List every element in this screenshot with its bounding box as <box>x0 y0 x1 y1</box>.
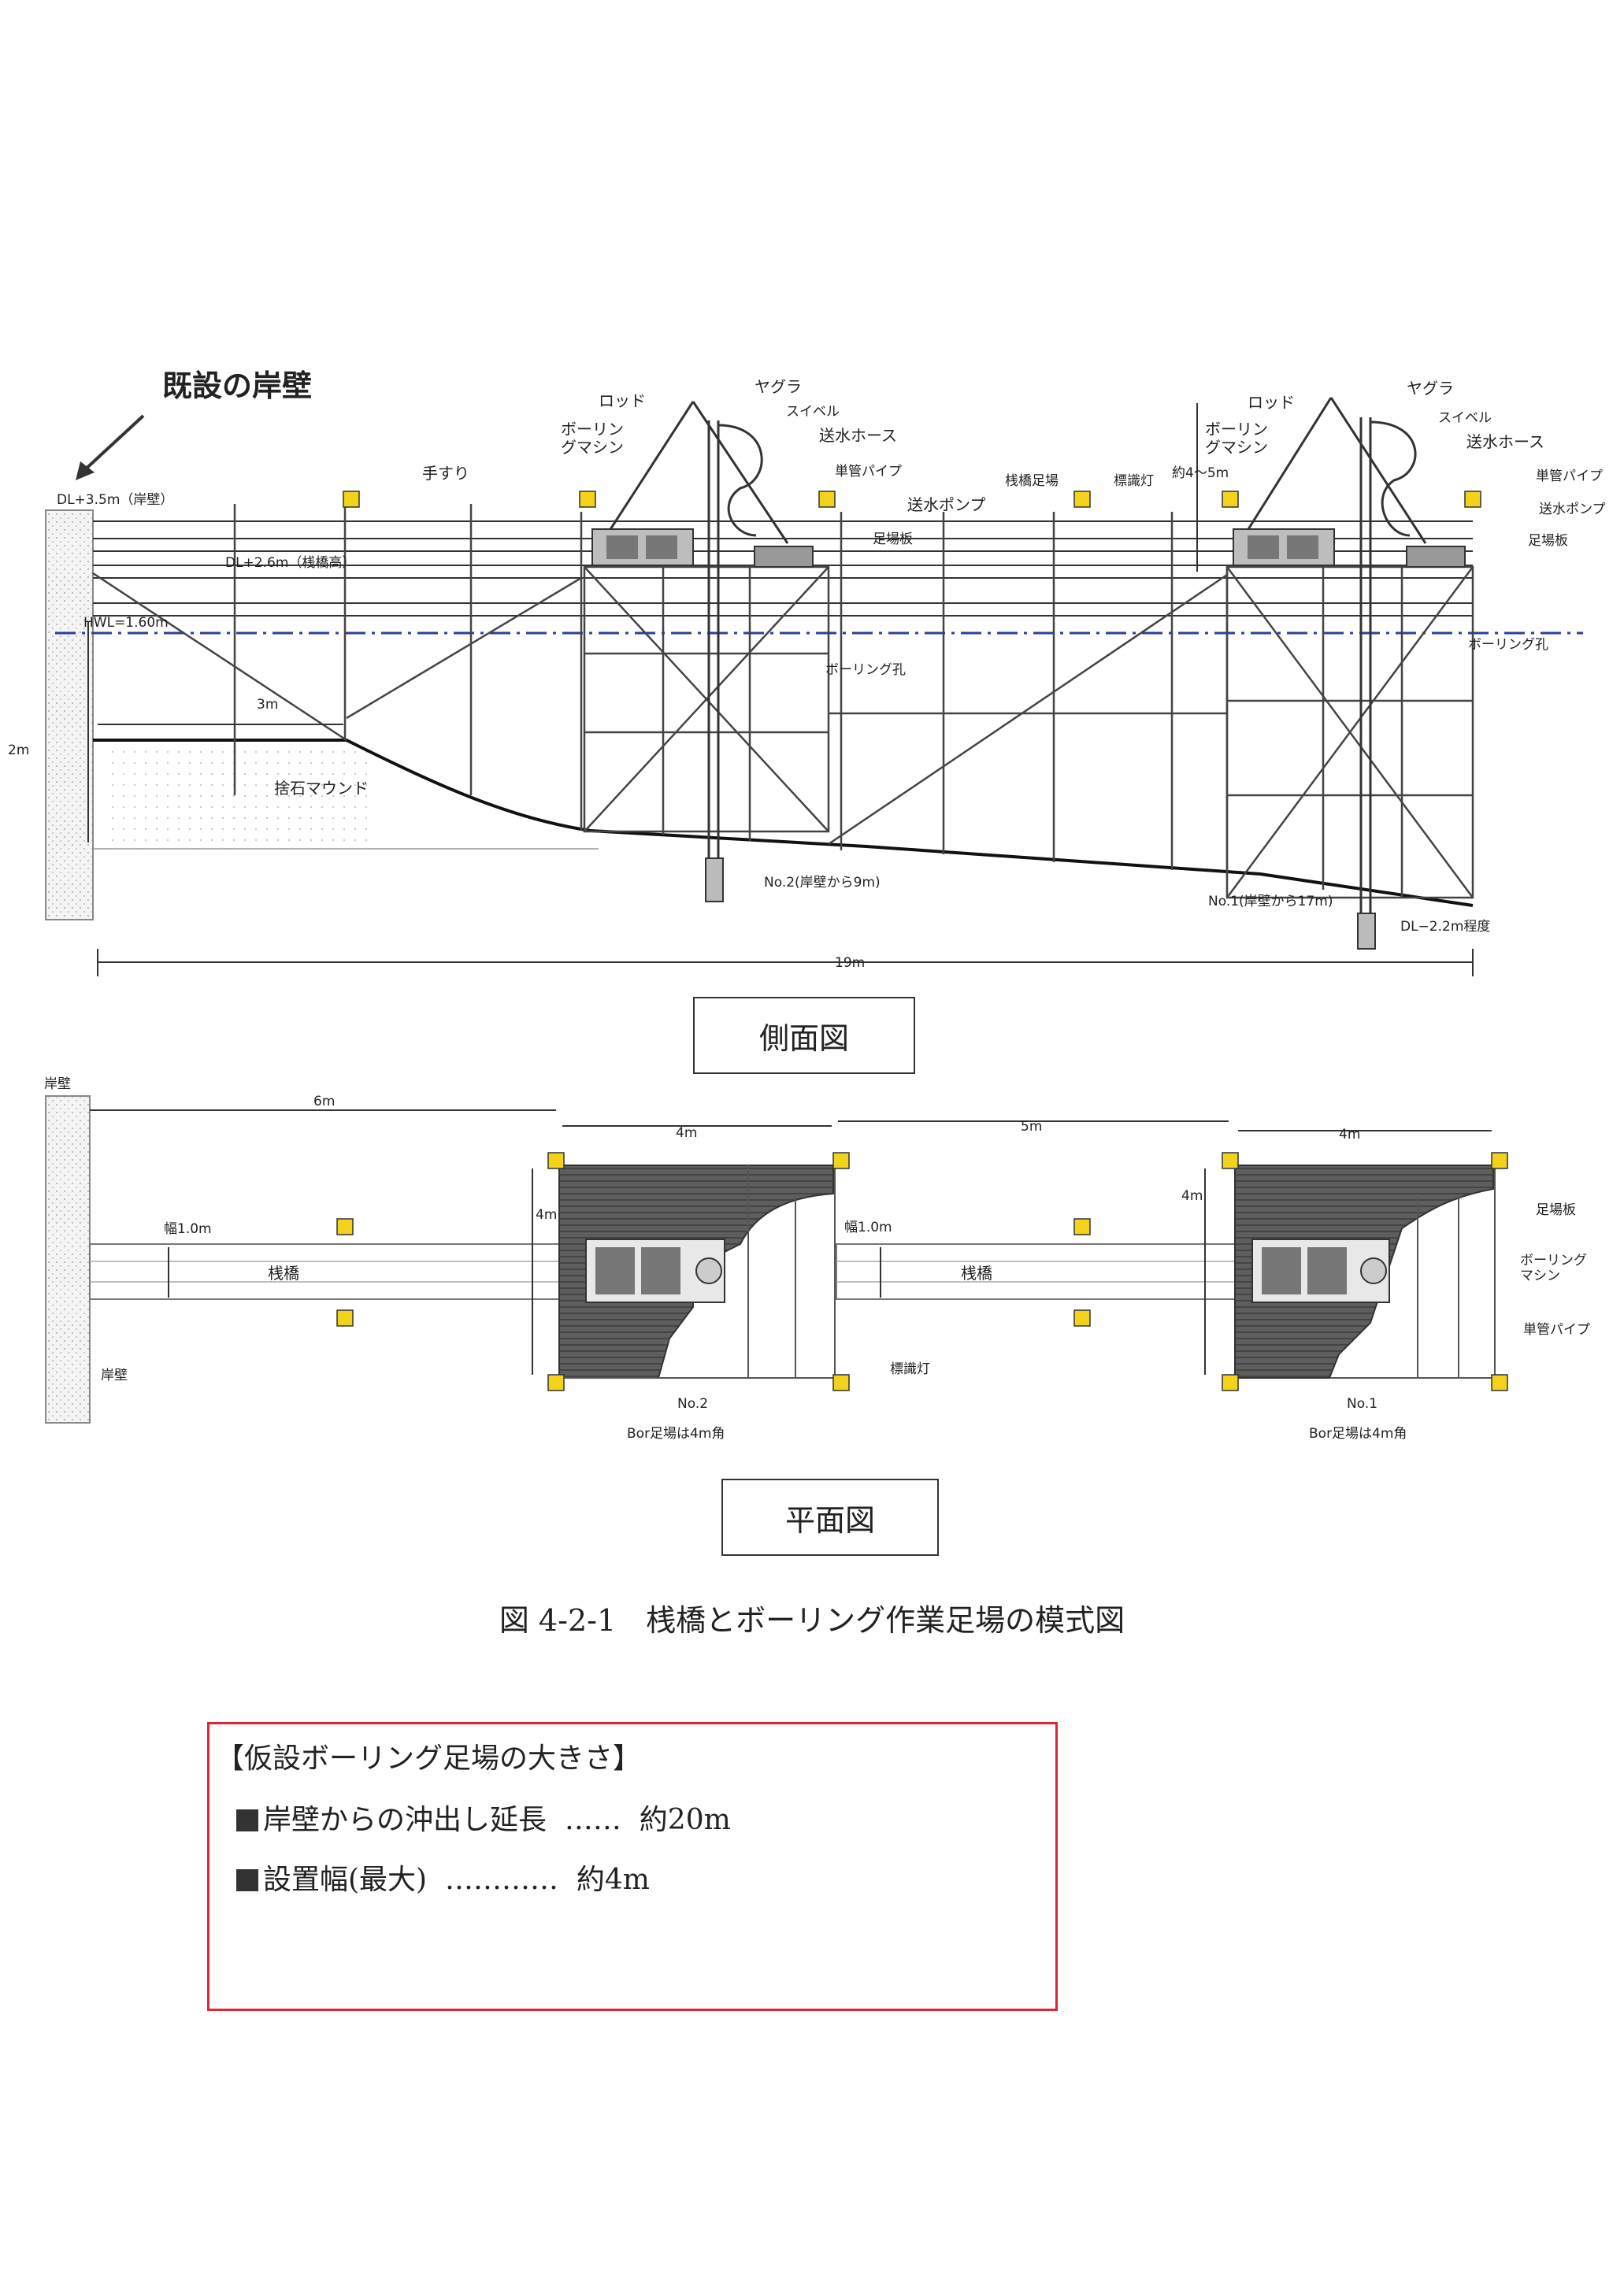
plan-dimension-lines <box>90 1109 1492 1375</box>
plan-label-dim-5m: 5m <box>1021 1119 1042 1135</box>
label-mound: 捨石マウンド <box>274 779 369 798</box>
scaffold-size-box: 【仮設ボーリング足場の大きさ】 岸壁からの沖出し延長 …… 約20m 設置幅(最… <box>207 1722 1058 2011</box>
label-hwl: HWL=1.60m <box>83 615 169 631</box>
plan-label-dim-4m-side-b: 4m <box>1181 1188 1203 1204</box>
plan-label-quay-bottom: 岸壁 <box>101 1368 128 1383</box>
plan-scaffold-no2 <box>558 1165 836 1379</box>
label-pipe-left: 単管パイプ <box>835 464 902 480</box>
info-row-dots: ………… <box>444 1864 558 1896</box>
label-pier-scaffold: 桟橋足場 <box>1005 473 1059 489</box>
info-row-offshore-length: 岸壁からの沖出し延長 …… 約20m <box>236 1797 731 1838</box>
bullet-square-icon <box>236 1809 258 1831</box>
plan-label-no2: No.2 <box>677 1396 708 1412</box>
casing-no1 <box>1357 913 1376 950</box>
info-row-label: 岸壁からの沖出し延長 <box>263 1804 547 1836</box>
plan-walkway <box>89 1243 1236 1300</box>
label-boring-machine-right: ボーリングマシン <box>1205 420 1268 457</box>
plan-label-no1-note: Bor足場は4m角 <box>1309 1426 1407 1442</box>
quay-arrow-head <box>76 461 95 480</box>
label-plank-left: 足場板 <box>873 531 913 547</box>
info-row-install-width: 設置幅(最大) ………… 約4m <box>236 1857 650 1898</box>
label-dl-pier: DL+2.6m（桟橋高） <box>225 555 355 571</box>
label-approx-height: 約4～5m <box>1172 465 1229 481</box>
label-plank-right: 足場板 <box>1528 533 1568 549</box>
mound-texture <box>110 748 370 850</box>
plan-label-boring-machine: ボーリングマシン <box>1520 1253 1587 1284</box>
plan-label-width-a: 幅1.0m <box>164 1221 212 1237</box>
label-pipe-right: 単管パイプ <box>1536 468 1603 484</box>
pier-posts <box>233 504 1229 878</box>
plan-quay-wall <box>45 1095 91 1424</box>
diagonal-braces <box>92 572 1228 846</box>
label-swivel-right: スイベル <box>1438 410 1492 426</box>
quay-wall <box>45 509 94 920</box>
plan-label-dim-4m-b: 4m <box>1339 1127 1360 1142</box>
info-row-value: 約4m <box>576 1864 650 1896</box>
label-rod-left: ロッド <box>599 391 646 410</box>
plan-scaffold-no1 <box>1234 1165 1496 1379</box>
label-hose-left: 送水ホース <box>819 426 897 445</box>
machine-no2 <box>591 528 814 568</box>
info-row-value: 約20m <box>639 1804 731 1836</box>
label-yagura-right: ヤグラ <box>1407 379 1454 398</box>
label-dl-bottom: DL−2.2m程度 <box>1400 919 1490 935</box>
marker-lights-plan <box>336 1152 1508 1391</box>
tower-no2 <box>605 401 789 898</box>
label-yagura-left: ヤグラ <box>755 377 802 396</box>
label-rod-right: ロッド <box>1248 393 1295 412</box>
plan-label-no2-note: Bor足場は4m角 <box>627 1426 725 1442</box>
plan-label-dim-4m-a: 4m <box>676 1125 697 1141</box>
plan-label-pier-b: 桟橋 <box>961 1264 992 1283</box>
scaffold-no2-frame <box>583 565 830 841</box>
label-bore-hole-left: ボーリング孔 <box>825 662 906 678</box>
info-box-title: 【仮設ボーリング足場の大きさ】 <box>216 1742 642 1775</box>
label-bore-hole-right: ボーリング孔 <box>1468 637 1548 653</box>
plan-label-dim-6m: 6m <box>313 1094 335 1109</box>
tower-no1 <box>1243 397 1427 945</box>
plan-label-pier-a: 桟橋 <box>268 1264 299 1283</box>
casing-no2 <box>705 857 724 902</box>
label-no2-side: No.2(岸壁から9m) <box>764 875 881 891</box>
side-view-label: 側面図 <box>693 997 915 1074</box>
plan-view: 岸壁 6m 4m 5m 4m 4m 4m 幅1.0m 幅1.0m 桟橋 桟橋 岸… <box>44 1076 1590 1442</box>
label-hose-right: 送水ホース <box>1466 432 1544 451</box>
label-no1-side: No.1(岸壁から17m) <box>1208 894 1333 909</box>
scaffold-no1-frame <box>1225 565 1474 899</box>
plan-label-marker-light: 標識灯 <box>890 1361 930 1377</box>
plan-label-no1: No.1 <box>1347 1396 1377 1412</box>
plan-label-plank: 足場板 <box>1536 1202 1576 1218</box>
label-pump-right: 送水ポンプ <box>1539 502 1606 517</box>
bullet-square-icon <box>236 1869 258 1891</box>
label-pump-left: 送水ポンプ <box>907 495 985 514</box>
seabed-line <box>93 739 1474 907</box>
label-dl-quay: DL+3.5m（岸壁） <box>57 492 173 508</box>
info-row-dots: …… <box>564 1804 621 1836</box>
plan-label-pipe: 単管パイプ <box>1523 1322 1590 1338</box>
plan-label-quay-top: 岸壁 <box>44 1076 71 1092</box>
label-marker-light-side: 標識灯 <box>1114 473 1154 489</box>
quay-title: 既設の岸壁 <box>162 368 312 403</box>
figure-caption: 図 4-2-1 桟橋とボーリング作業足場の模式図 <box>499 1603 1125 1638</box>
label-dim-2m: 2m <box>8 742 29 758</box>
quay-arrow <box>80 414 145 474</box>
plan-view-label: 平面図 <box>721 1479 939 1556</box>
side-view: 既設の岸壁 <box>8 368 1606 976</box>
plan-label-width-b: 幅1.0m <box>844 1220 892 1235</box>
plan-label-dim-4m-side-a: 4m <box>536 1207 557 1223</box>
machine-no1 <box>1233 528 1466 568</box>
label-boring-machine-left: ボーリングマシン <box>561 420 624 457</box>
info-row-label: 設置幅(最大) <box>263 1864 428 1896</box>
label-dim-19m: 19m <box>835 955 865 971</box>
label-swivel-left: スイベル <box>786 404 840 420</box>
label-dim-3m: 3m <box>257 697 278 713</box>
label-handrail: 手すり <box>422 464 469 483</box>
dimension-lines <box>87 403 1474 976</box>
marker-lights-side <box>343 491 1481 508</box>
